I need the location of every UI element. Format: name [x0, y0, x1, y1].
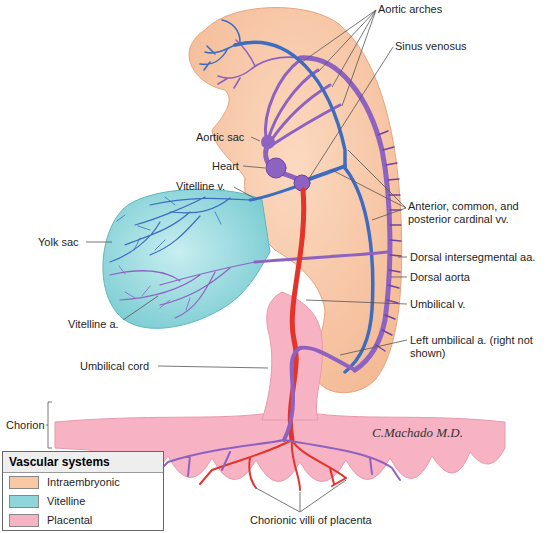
part-label: Chorion	[6, 419, 45, 432]
legend-swatch	[9, 514, 39, 527]
part-label: Vitelline v.	[176, 180, 225, 193]
part-label: Umbilical v.	[410, 298, 465, 311]
legend-row: Placental	[3, 511, 163, 530]
head-arteries	[218, 40, 300, 88]
legend-text: Intraembryonic	[47, 476, 120, 489]
artist-signature: C.Machado M.D.	[372, 426, 463, 439]
dorsal-aorta	[300, 58, 390, 370]
part-label: Dorsal intersegmental aa.	[410, 251, 535, 264]
yolk-sac	[103, 189, 270, 328]
legend-row: Vitelline	[3, 492, 163, 511]
part-label: Aortic arches	[378, 3, 442, 16]
part-label: Aortic sac	[196, 131, 244, 144]
intersegmental-arteries	[376, 131, 401, 351]
part-label: Yolk sac	[38, 236, 79, 249]
vitelline-vein	[250, 186, 298, 200]
part-label: Dorsal aorta	[410, 271, 470, 284]
part-label: Sinus venosus	[395, 40, 467, 53]
part-label: Left umbilical a. (right not shown)	[410, 334, 555, 360]
heart-tube	[266, 145, 302, 182]
legend-box: Vascular systemsIntraembryonicVitellineP…	[2, 451, 164, 531]
posterior-cardinal-vein	[345, 168, 373, 372]
legend-row: Intraembryonic	[3, 473, 163, 492]
part-label: Umbilical cord	[80, 360, 149, 373]
vitelline-artery	[255, 252, 388, 262]
part-label: Vitelline a.	[68, 318, 119, 331]
umbilical-artery	[284, 348, 355, 440]
legend-text: Vitelline	[47, 495, 85, 508]
heart	[266, 158, 286, 178]
legend-text: Placental	[47, 514, 92, 527]
part-label: Anterior, common, and posterior cardinal…	[408, 200, 553, 226]
legend-swatch	[9, 476, 39, 489]
villi-arteries	[158, 440, 400, 480]
legend-swatch	[9, 495, 39, 508]
leader-lines	[46, 10, 407, 512]
part-label: Chorionic villi of placenta	[250, 514, 372, 527]
part-label: Heart	[212, 160, 239, 173]
legend-title: Vascular systems	[3, 452, 163, 473]
vitelline-network	[110, 197, 255, 318]
